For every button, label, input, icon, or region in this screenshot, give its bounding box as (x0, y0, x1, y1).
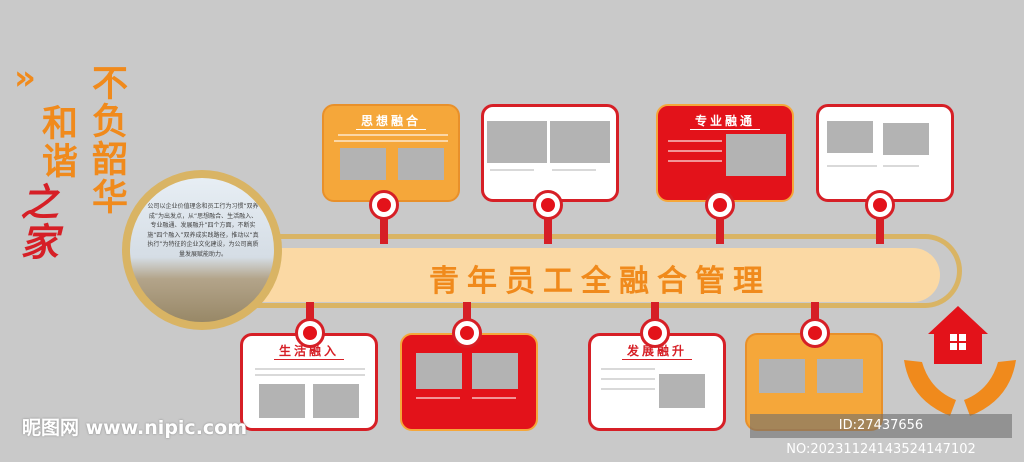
intro-text: 公司以企业价值理念和员工行为习惯“双养成”为出发点，从“思想融合、生活融入、专业… (147, 203, 259, 258)
title-line2: 和谐 (36, 104, 77, 180)
photo-placeholder (659, 374, 705, 408)
timeline-node (533, 190, 563, 220)
card-4 (816, 104, 954, 202)
photo-placeholder (827, 121, 873, 153)
photo-placeholder (883, 123, 929, 155)
card-2 (481, 104, 619, 202)
timeline-node (452, 318, 482, 348)
timeline-node (865, 190, 895, 220)
card-title: 发展融升 (622, 342, 692, 360)
title-line3: 之家 (14, 182, 59, 262)
card-life: 生活融入 (240, 333, 378, 431)
strap (380, 210, 388, 244)
timeline-node (369, 190, 399, 220)
banner-title: 青年员工全融合管理 (429, 264, 771, 299)
banner-loop (250, 234, 962, 308)
photo-placeholder (416, 353, 462, 389)
photo-placeholder (487, 121, 547, 163)
strap (876, 210, 884, 244)
card-development: 发展融升 (588, 333, 726, 431)
card-title: 专业融通 (689, 112, 761, 130)
photo-placeholder (259, 384, 305, 418)
house-hands-icon (904, 306, 1016, 416)
photo-placeholder (817, 359, 863, 393)
chevron-icon: » (14, 58, 36, 98)
timeline-node (640, 318, 670, 348)
strap (716, 210, 724, 244)
timeline-node (705, 190, 735, 220)
banner (250, 248, 940, 302)
intro-photo-circle: 公司以企业价值理念和员工行为习惯“双养成”为出发点，从“思想融合、生活融入、专业… (122, 170, 282, 330)
card-title: 生活融入 (274, 342, 344, 360)
timeline-node (800, 318, 830, 348)
card-professional: 专业融通 (656, 104, 794, 202)
photo-placeholder (759, 359, 805, 393)
watermark-id: ID:27437656 NO:20231124143524147102 (750, 414, 1012, 457)
card-thought: 思想融合 (322, 104, 460, 202)
photo-placeholder (550, 121, 610, 163)
photo-placeholder (472, 353, 518, 389)
photo-placeholder (398, 148, 444, 180)
photo-placeholder (340, 148, 386, 180)
card-title: 思想融合 (355, 112, 427, 130)
timeline-node (295, 318, 325, 348)
strap (544, 210, 552, 244)
watermark-logo: 昵图网 www.nipic.com (22, 417, 248, 439)
title-line1: 不负韶华 (86, 64, 127, 216)
photo-placeholder (726, 134, 786, 176)
photo-placeholder (313, 384, 359, 418)
